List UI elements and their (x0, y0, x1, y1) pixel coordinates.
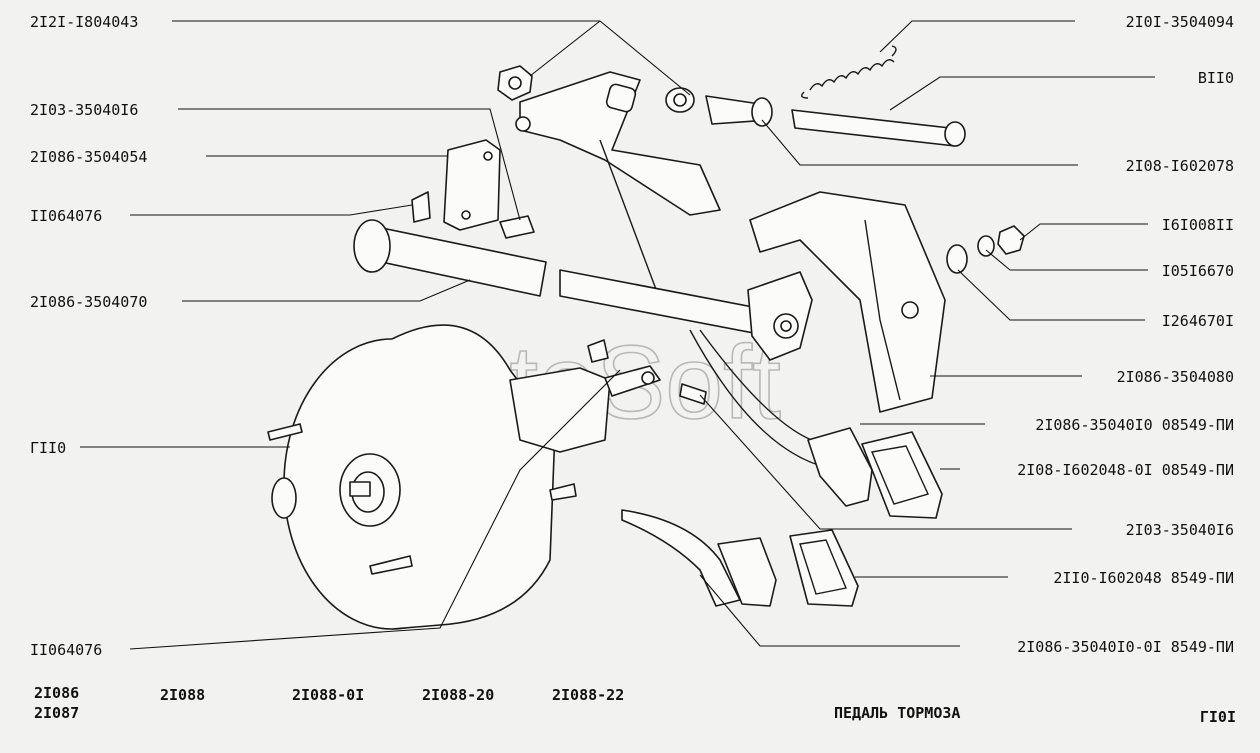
page-code: ГI0I (1200, 708, 1236, 726)
model-code: 2I088 (160, 686, 205, 704)
washer-large (946, 244, 968, 274)
callout-label: BII0 (1198, 69, 1234, 87)
callout-label: 2II0-I602048 8549-ПИ (1053, 569, 1234, 587)
callout-label: 2I2I-I804043 (30, 13, 138, 31)
callout-label: ГII0 (30, 439, 66, 457)
callout-label: 2I03-35040I6 (30, 101, 138, 119)
nut-right (997, 225, 1025, 255)
callout-label: II064076 (30, 641, 102, 659)
model-code: 2I087 (34, 704, 79, 722)
leader-lines (80, 20, 1155, 650)
bracket-right (749, 191, 946, 413)
callout-label: 2I086-3504054 (30, 148, 147, 166)
callout-label: 2I086-35040I0 08549-ПИ (1035, 416, 1234, 434)
clutch-pedal (621, 509, 741, 607)
axle-pin (791, 109, 956, 147)
spring (809, 59, 895, 91)
callout-label: 2I0I-3504094 (1126, 13, 1234, 31)
callout-label: 2I086-3504070 (30, 293, 147, 311)
footer: 2I086 2I087 2I088 2I088-0I 2I088-20 2I08… (34, 684, 1236, 726)
model-code: 2I088-20 (422, 686, 494, 704)
parts-drawing (267, 45, 1025, 630)
callout-label: II064076 (30, 207, 102, 225)
callout-label: 2I086-35040I0-0I 8549-ПИ (1017, 638, 1234, 656)
brake-booster (267, 324, 707, 630)
callout-label: 2I086-3504080 (1117, 368, 1234, 386)
callout-label: 2I08-I602078 (1126, 157, 1234, 175)
callouts-left: 2I2I-I804043 2I03-35040I6 2I086-3504054 … (30, 13, 147, 659)
callout-label: I264670I (1162, 312, 1234, 330)
shaft-long (371, 225, 547, 297)
callout-label: I6I008II (1162, 216, 1234, 234)
model-code: 2I088-22 (552, 686, 624, 704)
pedal-pad (807, 427, 873, 507)
page-title: ПЕДАЛЬ ТОРМОЗА (834, 704, 960, 722)
model-code: 2I086 (34, 684, 79, 702)
callouts-right: 2I0I-3504094 BII0 2I08-I602078 I6I008II … (1017, 13, 1234, 656)
callout-label: I05I6670 (1162, 262, 1234, 280)
callout-label: 2I08-I602048-0I 08549-ПИ (1017, 461, 1234, 479)
callout-label: 2I03-35040I6 (1126, 521, 1234, 539)
model-code: 2I088-0I (292, 686, 364, 704)
